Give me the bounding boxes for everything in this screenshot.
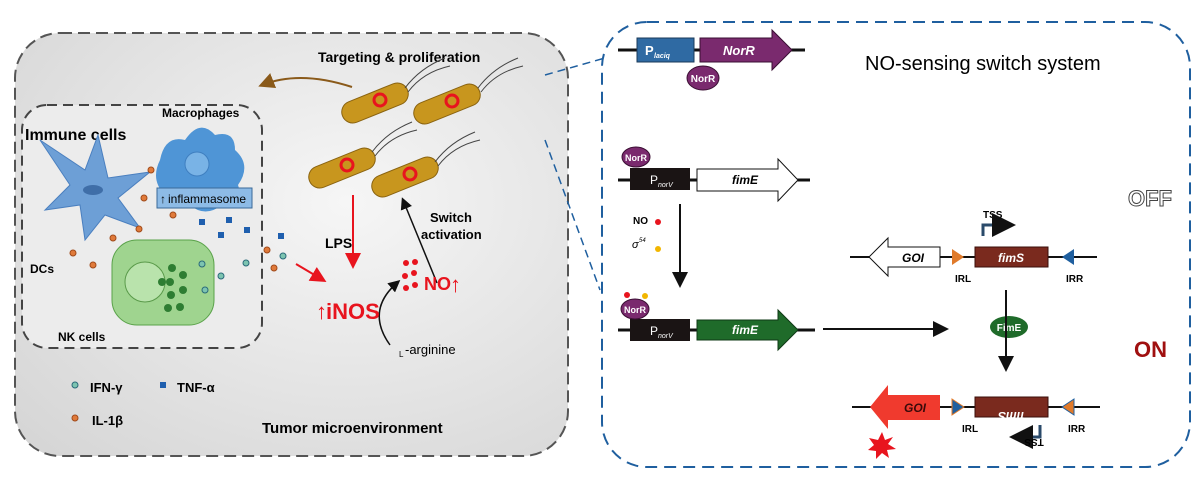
off-label: OFF xyxy=(1128,186,1172,211)
goi-on-label: GOI xyxy=(904,401,927,415)
tnf-legend-label: TNF-α xyxy=(177,380,215,395)
activation-label: activation xyxy=(421,227,482,242)
irl-on-label: IRL xyxy=(962,424,978,435)
macrophages-label: Macrophages xyxy=(162,106,240,120)
arrow-to-macrophages xyxy=(258,73,353,89)
tnf-legend-icon xyxy=(160,382,166,388)
tnf-particles xyxy=(199,217,284,239)
no-dots xyxy=(402,259,418,291)
placiq-p: P xyxy=(645,43,654,58)
placiq-promoter xyxy=(636,37,695,63)
tumor-microenvironment-panel: Targeting & proliferation Macrophages Im… xyxy=(14,32,569,457)
tss-label-on: TSS xyxy=(1024,436,1044,447)
placiq-sub: laciq xyxy=(654,53,671,60)
nk-cells-label: NK cells xyxy=(58,330,106,344)
fims-on-box xyxy=(974,396,1049,418)
goi-on-arrow xyxy=(870,385,940,429)
inos-label: iNOS xyxy=(326,299,380,324)
ifn-legend-icon xyxy=(71,381,79,389)
norr-protein-label: NorR xyxy=(691,74,716,85)
irr-off-label: IRR xyxy=(1066,274,1084,285)
goi-off-arrow xyxy=(868,236,941,278)
irr-on-label: IRR xyxy=(1068,424,1086,435)
norr-gene-label: NorR xyxy=(723,43,755,58)
expression-burst-icon xyxy=(868,432,896,459)
targeting-label: Targeting & proliferation xyxy=(318,49,480,65)
irl-off-label: IRL xyxy=(955,274,971,285)
pnorv-promoter xyxy=(630,168,690,190)
arginine-label: -arginine xyxy=(405,342,456,357)
fims-off-box xyxy=(974,246,1049,268)
immune-cells-title: Immune cells xyxy=(25,127,126,144)
no-up-arrow-icon: ↑ xyxy=(450,272,461,297)
fime-protein xyxy=(990,316,1028,338)
on-label: ON xyxy=(1134,337,1167,362)
inos-up-arrow-icon: ↑ xyxy=(316,299,327,324)
ifn-legend-label: IFN-γ xyxy=(90,380,123,395)
up-arrow-icon: ↑ xyxy=(160,192,166,206)
il1b-legend-icon xyxy=(71,414,79,422)
pnorv-p: P xyxy=(650,173,658,187)
il1b-particles xyxy=(69,166,278,272)
norr-protein xyxy=(686,65,720,91)
switch-label: Switch xyxy=(430,210,472,225)
sigma-label: σ xyxy=(632,239,639,251)
lps-label: LPS xyxy=(325,235,352,251)
fims-on-label: fimS xyxy=(998,409,1024,423)
no-sensing-switch-panel: NO-sensing switch system P laciq NorR No… xyxy=(601,21,1191,468)
fime-gene-on-label: fimE xyxy=(732,323,759,337)
no-signal-label: NO xyxy=(633,216,648,227)
fime-gene-label: fimE xyxy=(732,173,759,187)
inflammasome-box xyxy=(156,187,253,209)
norr-active-label: NorR xyxy=(624,305,646,315)
il1b-legend-label: IL-1β xyxy=(92,413,123,428)
tumor-microenvironment-title: Tumor microenvironment xyxy=(262,420,443,437)
no-label: NO xyxy=(424,274,451,294)
pnorv-sub-2: norV xyxy=(658,333,674,340)
inflammasome-label: inflammasome xyxy=(168,192,246,206)
norr-gene-arrow xyxy=(699,28,793,72)
dcs-label: DCs xyxy=(30,262,54,276)
ifn-particles xyxy=(198,252,287,294)
tss-label-off: TSS xyxy=(983,210,1003,221)
goi-off-label: GOI xyxy=(902,251,925,265)
fims-off-label: fimS xyxy=(998,251,1024,265)
switch-system-title: NO-sensing switch system xyxy=(865,53,1101,75)
arginine-prefix: L xyxy=(399,350,404,359)
pnorv-p-2: P xyxy=(650,324,658,338)
fime-protein-label: FimE xyxy=(997,323,1022,334)
norr-bound-label: NorR xyxy=(625,153,647,163)
sigma-sup: 54 xyxy=(639,238,646,244)
fime-gene-off-arrow xyxy=(696,157,799,203)
fime-gene-on-arrow xyxy=(696,308,799,352)
pnorv-sub: norV xyxy=(658,182,674,189)
